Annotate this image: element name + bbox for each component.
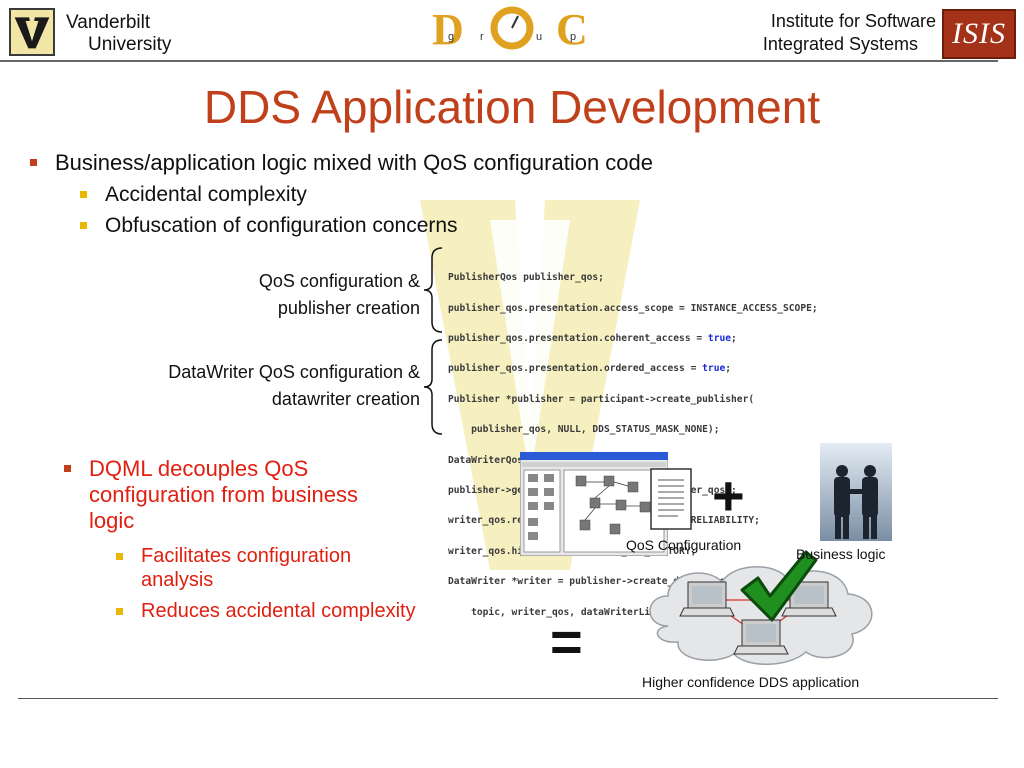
computer-icon-center [733,619,789,655]
bullet-text: Obfuscation of configuration concerns [105,214,458,237]
svg-text:r: r [480,31,484,43]
checkmark-icon [740,550,818,622]
institute-name-line1: Institute for Software [770,11,936,31]
bullet-text: Facilitates configuration analysis [141,544,351,592]
svg-text:g: g [448,31,454,43]
vanderbilt-v-icon [14,17,50,49]
university-name-line2: University [88,34,172,55]
isis-logo: ISIS [942,9,1016,59]
label-qos-publisher-line1: QoS configuration & [258,271,420,291]
bullet-text-line: DQML decouples QoS [89,456,309,481]
network-cloud-diagram [649,566,873,665]
business-logic-label: Business logic [796,546,886,562]
bullet-text-line: analysis [141,569,214,591]
bullet-marker [30,159,37,166]
equals-operator: = [550,610,583,673]
business-handshake-icon [820,443,892,541]
qos-configuration-label: QoS Configuration [626,537,742,553]
computer-icon-right [781,581,837,617]
result-label: Higher confidence DDS application [642,674,860,690]
code-braces [423,247,443,435]
bullet-text-line: logic [89,508,135,533]
university-name-line1: Vanderbilt [66,12,151,33]
vanderbilt-logo [9,8,55,56]
bullet-text: Accidental complexity [105,183,307,206]
svg-text:D: D [432,5,464,52]
svg-text:C: C [556,5,588,52]
code-line: Publisher *publisher = participant->crea… [448,393,755,405]
svg-text:u: u [536,31,542,43]
computer-icon-left [679,581,735,617]
bullet-business-logic: Business/application logic mixed with Qo… [30,150,653,176]
brace-publisher [423,247,443,333]
bullet-text-line: Facilitates configuration [141,545,352,567]
sub-bullet-facilitates: Facilitates configuration analysis [116,544,351,592]
bullet-marker [64,465,71,472]
header-divider [0,60,998,62]
bullet-text-line: configuration from business [89,482,359,507]
bullet-marker [116,553,123,560]
institute-name-line2: Integrated Systems [762,34,918,54]
svg-text:p: p [570,31,576,43]
doc-group-logo: D g r u C p [432,5,588,52]
bullet-marker [80,222,87,229]
plus-operator: + [712,464,745,527]
sub-bullet-obfuscation: Obfuscation of configuration concerns [80,213,458,238]
bullet-marker [116,608,123,615]
slide-title: DDS Application Development [203,81,821,133]
sub-bullet-reduces: Reduces accidental complexity [116,599,416,623]
code-line: DataWriter *writer = publisher->create_d… [448,576,737,588]
bullet-marker [80,191,87,198]
document-icon [650,468,692,530]
bullet-text: DQML decouples QoS configuration from bu… [89,456,358,534]
code-line: PublisherQos publisher_qos; [448,272,604,284]
footer-divider [18,698,998,699]
sub-bullet-accidental: Accidental complexity [80,182,307,207]
code-line: publisher_qos.presentation.ordered_acces… [448,363,732,375]
code-line: publisher_qos, NULL, DDS_STATUS_MASK_NON… [448,424,720,436]
label-qos-publisher-line2: publisher creation [277,298,420,318]
bullet-text: Reduces accidental complexity [141,600,416,622]
dqml-tool-screenshot [520,452,668,556]
code-line: publisher_qos.presentation.access_scope … [448,302,818,314]
bullet-text: Business/application logic mixed with Qo… [55,150,653,175]
label-datawriter-line2: datawriter creation [271,389,420,409]
brace-datawriter [423,339,443,435]
bullet-dqml: DQML decouples QoS configuration from bu… [64,456,358,534]
code-line: publisher_qos.presentation.coherent_acce… [448,333,737,345]
label-datawriter-line1: DataWriter QoS configuration & [168,362,420,382]
